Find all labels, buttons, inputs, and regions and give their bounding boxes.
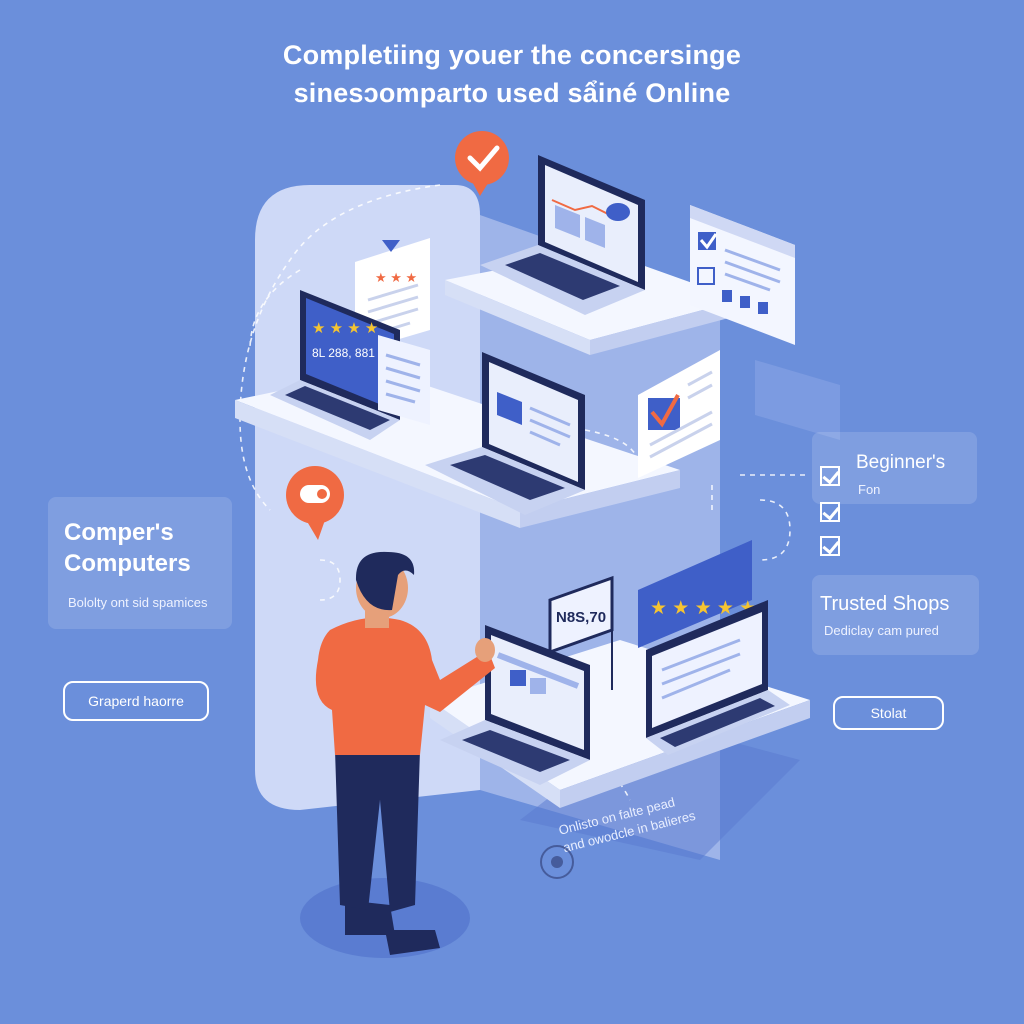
beginners-title: Beginner's — [856, 452, 946, 473]
headline-line-2: sinesↄomparto used sẩiné Online — [293, 78, 731, 108]
review-stars: ★ ★ ★ ★ ★ — [650, 598, 756, 619]
left-panel-title-line-1: Comper's — [64, 519, 174, 546]
bottom-shelf-side — [560, 700, 810, 808]
laptop-bottom-left[interactable] — [440, 625, 590, 785]
middle-shelf-edge — [235, 400, 520, 528]
laptop-middle[interactable] — [425, 352, 585, 515]
trusted-shops-title: Trusted Shops — [820, 593, 950, 615]
checkbox-icon[interactable] — [820, 536, 840, 556]
laptop-bottom-right[interactable]: ★ ★ ★ ★ ★ — [638, 540, 790, 755]
side-list-card — [378, 335, 430, 425]
top-shelf-edge — [445, 280, 590, 355]
stars-icon: ★ ★ ★ — [375, 270, 417, 285]
beginners-subtitle: Fon — [858, 482, 881, 497]
rating-stars: ★ ★ ★ ★ — [312, 320, 378, 337]
left-action-button[interactable]: Graperd haorre — [63, 681, 209, 721]
rating-readout: 8L 288, 881 — [312, 346, 375, 360]
faded-card — [755, 360, 840, 440]
left-panel-title: Comper's Computers — [64, 517, 191, 579]
trusted-shops-subtitle: Dediclay cam pured — [824, 623, 939, 638]
left-panel-title-line-2: Computers — [64, 550, 191, 577]
laptop-rating[interactable]: ★ ★ ★ ★ 8L 288, 881 — [270, 290, 400, 440]
checkbox-icon[interactable] — [820, 466, 840, 486]
middle-shelf-side — [520, 470, 680, 528]
target-icon — [540, 845, 574, 879]
chat-bubble-icon — [286, 466, 344, 540]
floor-base — [520, 720, 800, 860]
price-text: N8S,70 — [556, 609, 606, 626]
price-tag: N8S,70 — [548, 575, 614, 690]
checkmark-badge-icon — [455, 131, 509, 196]
checklist-window — [690, 205, 795, 345]
right-action-button[interactable]: Stolat — [833, 696, 944, 730]
checkbox-icon[interactable] — [820, 502, 840, 522]
checked-document — [638, 350, 720, 478]
left-info-panel: Comper's Computers Bololty ont sid spami… — [48, 497, 232, 629]
laptop-top[interactable] — [480, 155, 645, 315]
person-figure — [315, 551, 495, 955]
right-mid-panel: Trusted Shops Dediclay cam pured — [812, 575, 979, 655]
left-panel-subtitle: Bololty ont sid spamices — [68, 595, 208, 610]
top-shelf-side — [590, 300, 740, 355]
headline-line-1: Completiing youer the concersinge — [282, 40, 742, 70]
